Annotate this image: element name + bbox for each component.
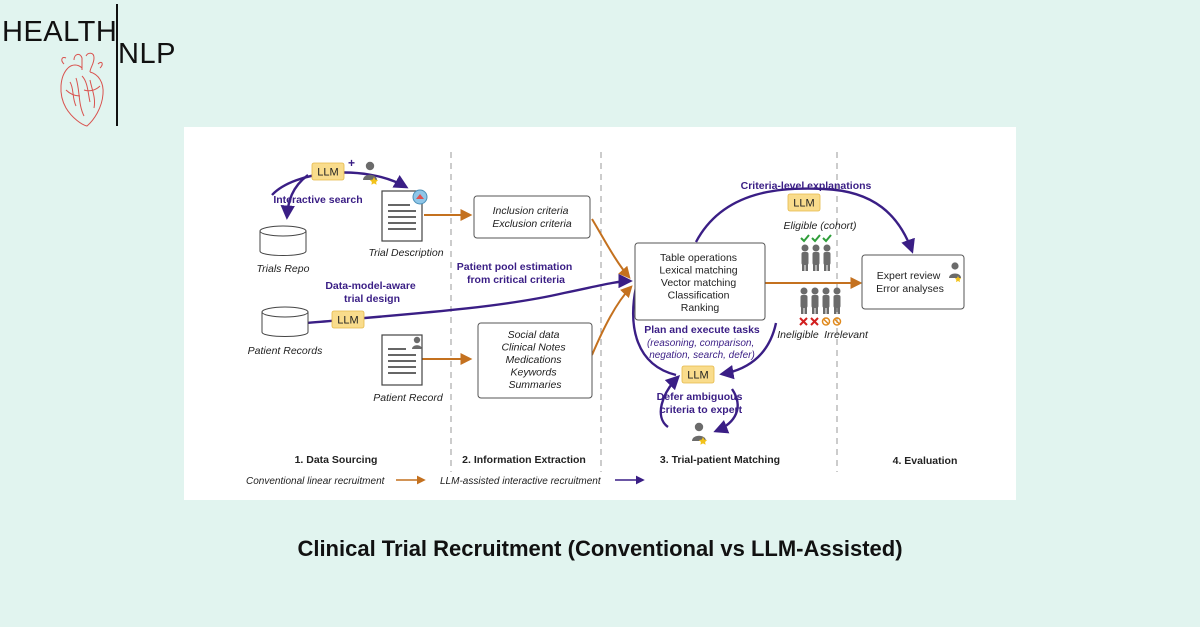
criteria-box: [473, 195, 591, 239]
reviewer-person-icon: [949, 262, 962, 283]
logo-word-health: HEALTH: [2, 16, 118, 48]
expert-review-box: [861, 254, 965, 310]
section-title-information-extraction: 2. Information Extraction: [462, 454, 586, 466]
defer-label: Defer ambiguous criteria to expert: [657, 391, 746, 416]
healthnlp-logo: HEALTH NLP: [0, 0, 200, 130]
llm-label: LLM: [793, 198, 814, 210]
plus-sign: +: [348, 156, 355, 170]
patient-records-label: Patient Records: [248, 345, 323, 357]
patient-record-document-icon: [381, 334, 423, 386]
llm-badge-search: LLM: [311, 162, 345, 181]
irrelevant-block-icons: [821, 317, 842, 326]
patient-pool-label: Patient pool estimation from critical cr…: [457, 261, 575, 286]
patient-records-database-icon: [261, 306, 309, 337]
expert-review-text: Expert review Error analyses: [876, 270, 944, 295]
matching-operations-text: Table operations Lexical matching Vector…: [659, 252, 740, 314]
eligible-label: Eligible (cohort): [784, 220, 857, 232]
page-caption: Clinical Trial Recruitment (Conventional…: [297, 536, 903, 561]
recruitment-diagram: LLM LLM LLM LLM + Interactive search Tri…: [184, 127, 1016, 500]
section-title-evaluation: 4. Evaluation: [893, 455, 958, 467]
conventional-arrows: [421, 209, 863, 365]
llm-label: LLM: [687, 370, 708, 382]
patient-info-text: Social data Clinical Notes Medications K…: [501, 329, 568, 391]
irrelevant-label: Irrelevant: [824, 329, 869, 341]
legend-conventional-label: Conventional linear recruitment: [246, 476, 386, 487]
trials-repo-label: Trials Repo: [257, 263, 310, 275]
trial-description-label: Trial Description: [368, 247, 443, 259]
legend-llm-label: LLM-assisted interactive recruitment: [440, 476, 602, 487]
section-title-data-sourcing: 1. Data Sourcing: [295, 454, 378, 466]
anatomical-heart-icon: [60, 52, 104, 127]
llm-label: LLM: [317, 167, 338, 179]
data-model-aware-label: Data-model-aware trial design: [325, 280, 418, 305]
logo-word-nlp: NLP: [118, 38, 176, 70]
patient-record-label: Patient Record: [373, 392, 444, 404]
eligible-check-icons: [800, 234, 832, 243]
patient-info-box: [477, 322, 593, 399]
matching-operations-box: [634, 242, 766, 321]
llm-arrows: [271, 171, 915, 434]
plan-execute-label: Plan and execute tasks: [644, 324, 760, 336]
llm-badge-matching: LLM: [681, 365, 715, 384]
ineligible-people-icons: [800, 287, 841, 314]
expert-defer-person-icon: [692, 422, 708, 445]
trial-description-document-icon: [381, 189, 428, 242]
criteria-text: Inclusion criteria Exclusion criteria: [492, 205, 572, 230]
ineligible-label: Ineligible: [777, 329, 819, 341]
section-dividers: [450, 152, 838, 472]
logo-divider: [116, 4, 118, 126]
llm-badge-explanations: LLM: [787, 193, 821, 212]
criteria-explanations-label: Criteria-level explanations: [741, 180, 872, 192]
diagram-canvas: LLM LLM LLM LLM + Interactive search Tri…: [246, 152, 965, 487]
ineligible-cross-icons: [799, 317, 819, 326]
plan-details-label: (reasoning, comparison, negation, search…: [647, 338, 757, 361]
section-title-trial-patient-matching: 3. Trial-patient Matching: [660, 454, 780, 466]
llm-badge-design: LLM: [331, 310, 365, 329]
legend: Conventional linear recruitment LLM-assi…: [246, 475, 645, 487]
trials-repo-database-icon: [259, 225, 307, 256]
llm-label: LLM: [337, 315, 358, 327]
eligible-people-icons: [801, 244, 831, 271]
expert-person-icon: [363, 161, 379, 185]
interactive-search-label: Interactive search: [273, 194, 362, 206]
